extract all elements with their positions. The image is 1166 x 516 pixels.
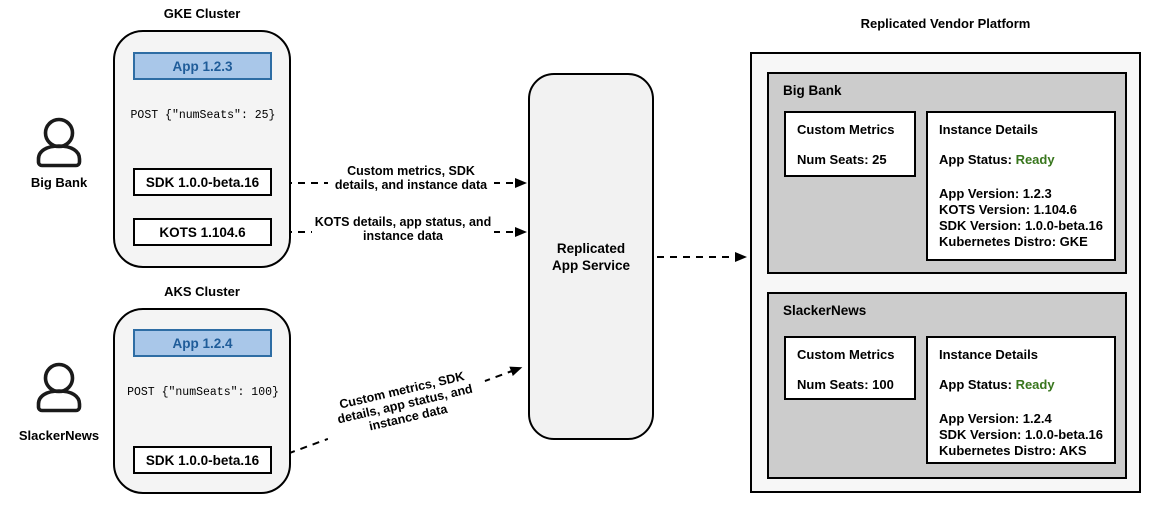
vendor-platform-title: Replicated Vendor Platform [860, 16, 1031, 31]
service-label-line: Replicated [556, 240, 626, 256]
status-badge: Ready [1015, 152, 1055, 167]
detail-app-version: App Version: 1.2.3 [939, 186, 1052, 201]
flow-label-line: KOTS details, app status, and [314, 215, 492, 229]
status-badge: Ready [1015, 377, 1055, 392]
gke-sdk-node: SDK 1.0.0-beta.16 [133, 168, 272, 196]
vendor-platform-container: Big Bank Custom Metrics Num Seats: 25 In… [750, 52, 1141, 493]
tenant-panel-slackernews: SlackerNews Custom Metrics Num Seats: 10… [767, 292, 1127, 479]
actor-label-big-bank: Big Bank [30, 175, 88, 190]
gke-post-payload: POST {"numSeats": 25} [130, 109, 276, 122]
app-status-line: App Status: Ready [939, 377, 1103, 392]
tenant-title: SlackerNews [783, 303, 867, 318]
service-label: Replicated App Service [552, 240, 630, 274]
person-icon [36, 117, 82, 168]
flow-label-aks-sdk-data: Custom metrics, SDK details, app status,… [318, 362, 492, 446]
tenant-panel-big-bank: Big Bank Custom Metrics Num Seats: 25 In… [767, 72, 1127, 274]
instance-details-title: Instance Details [939, 347, 1038, 362]
custom-metrics-box: Custom Metrics Num Seats: 100 [784, 336, 916, 400]
detail-app-version: App Version: 1.2.4 [939, 411, 1052, 426]
aks-app-node: App 1.2.4 [133, 329, 272, 357]
app-status-label: App Status: [939, 377, 1016, 392]
gke-cluster-title: GKE Cluster [163, 6, 241, 21]
app-status-label: App Status: [939, 152, 1016, 167]
custom-metrics-title: Custom Metrics [797, 122, 895, 137]
detail-sdk-version: SDK Version: 1.0.0-beta.16 [939, 427, 1104, 442]
metric-num-seats: Num Seats: 100 [797, 377, 894, 392]
person-icon [36, 362, 82, 413]
metric-num-seats: Num Seats: 25 [797, 152, 887, 167]
replicated-app-service-node: Replicated App Service [528, 73, 654, 440]
instance-details-box: Instance Details App Status: Ready App V… [926, 111, 1116, 261]
detail-kubernetes-distro: Kubernetes Distro: GKE [939, 234, 1088, 249]
aks-sdk-node: SDK 1.0.0-beta.16 [133, 446, 272, 474]
flow-label-line: instance data [363, 229, 443, 243]
gke-app-node: App 1.2.3 [133, 52, 272, 80]
instance-details-box: Instance Details App Status: Ready App V… [926, 336, 1116, 464]
aks-post-payload: POST {"numSeats": 100} [127, 386, 279, 399]
custom-metrics-title: Custom Metrics [797, 347, 895, 362]
flow-label-line: Custom metrics, SDK [347, 164, 475, 178]
flow-label-sdk-data: Custom metrics, SDK details, and instanc… [328, 162, 494, 194]
service-label-line: App Service [551, 257, 631, 273]
app-status-line: App Status: Ready [939, 152, 1103, 167]
tenant-title: Big Bank [783, 83, 842, 98]
actor-label-slackernews: SlackerNews [18, 428, 100, 443]
gke-kots-node: KOTS 1.104.6 [133, 218, 272, 246]
detail-sdk-version: SDK Version: 1.0.0-beta.16 [939, 218, 1104, 233]
detail-kubernetes-distro: Kubernetes Distro: AKS [939, 443, 1087, 458]
instance-details-title: Instance Details [939, 122, 1038, 137]
flow-label-line: details, and instance data [334, 178, 488, 192]
flow-label-kots-data: KOTS details, app status, and instance d… [312, 213, 494, 245]
custom-metrics-box: Custom Metrics Num Seats: 25 [784, 111, 916, 177]
detail-kots-version: KOTS Version: 1.104.6 [939, 202, 1078, 217]
aks-cluster-title: AKS Cluster [164, 284, 240, 299]
